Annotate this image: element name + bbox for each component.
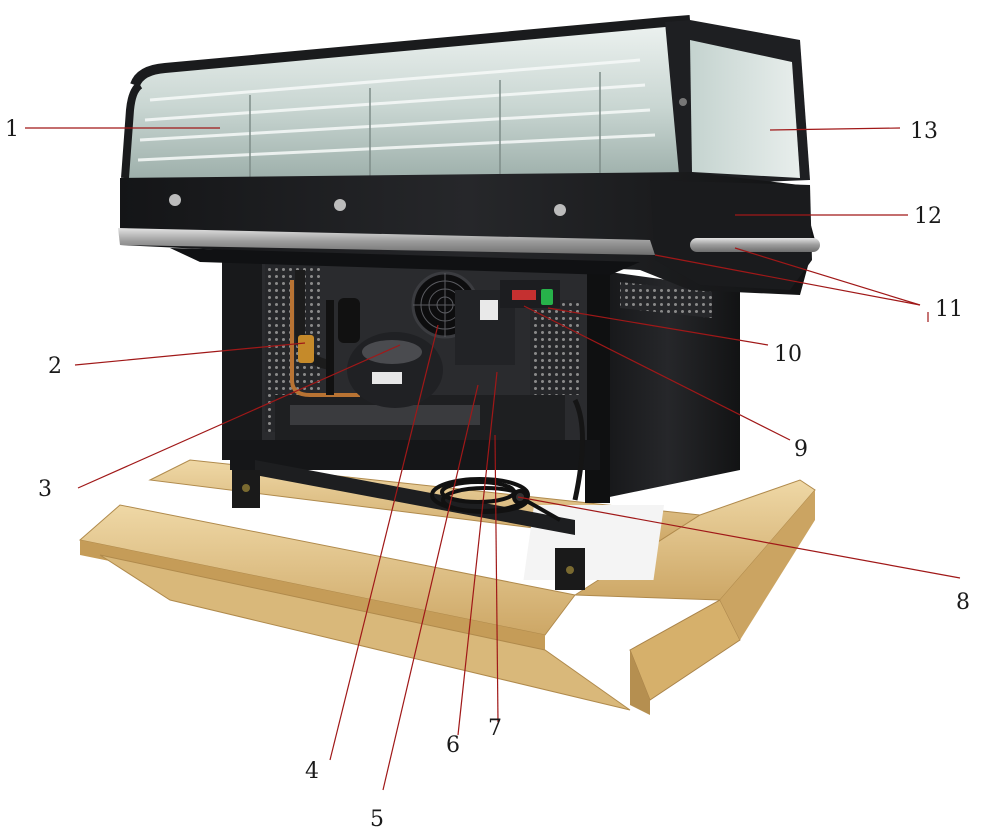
callout-5: 5 (370, 807, 384, 832)
callout-1: 1 (5, 117, 19, 142)
leader-line-2 (74, 342, 306, 366)
thermostat-display (512, 290, 536, 300)
leader-line-9 (523, 305, 791, 441)
callout-9: 9 (794, 437, 808, 462)
callout-8: 8 (956, 590, 970, 615)
leader-line-8 (517, 496, 961, 579)
leader-line-3 (77, 344, 401, 489)
leader-line-11b (654, 254, 921, 306)
refrigeration-unit (275, 270, 585, 501)
display-upper (118, 15, 820, 295)
leader-line-10 (547, 307, 769, 346)
callout-2: 2 (48, 354, 62, 379)
callout-4: 4 (305, 759, 319, 784)
callout-labels: 1 2 3 4 5 6 7 8 9 10 11 12 13 (5, 117, 970, 832)
callout-12: 12 (914, 204, 942, 229)
callout-10: 10 (774, 342, 802, 367)
leader-line-7 (494, 434, 499, 723)
side-handrail (690, 238, 820, 252)
front-handrail (118, 228, 655, 255)
callout-6: 6 (446, 733, 460, 758)
callout-3: 3 (38, 477, 52, 502)
filter-drier (298, 335, 314, 363)
power-switch (541, 289, 553, 305)
leader-line-13 (769, 127, 901, 131)
side-end-panel (650, 180, 812, 290)
top-frame (120, 172, 815, 295)
side-glass-panel (690, 40, 800, 178)
leader-line-5 (382, 384, 479, 791)
callout-7: 7 (488, 716, 502, 741)
leader-line-6 (457, 371, 498, 736)
leader-line-11a (734, 247, 921, 306)
leader-line-4 (329, 324, 439, 761)
leader-lines (25, 127, 961, 791)
callout-11: 11 (935, 297, 963, 322)
callout-13: 13 (910, 119, 938, 144)
